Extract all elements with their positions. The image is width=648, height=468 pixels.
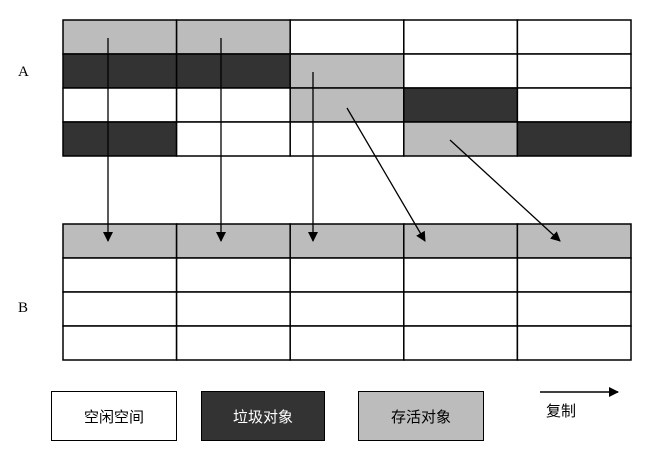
legend-free-space: 空闲空间	[51, 391, 177, 441]
region-a-cell-free	[289, 121, 405, 157]
copy-arrows	[103, 38, 561, 242]
region-a-cell-free	[289, 19, 405, 55]
region-b-cell-alive	[175, 223, 291, 259]
region-a-cell-garbage	[516, 121, 632, 157]
region-a-cell-free	[516, 53, 632, 89]
region-b-cell-free	[175, 257, 291, 293]
legend-garbage-object-label: 垃圾对象	[232, 407, 293, 426]
region-b-cell-alive	[62, 223, 178, 259]
region-b-cell-free	[175, 291, 291, 327]
region-b-cell-free	[516, 291, 632, 327]
region-b-cell-free	[62, 257, 178, 293]
copy-label: 复制	[546, 402, 577, 420]
region-b-cell-alive	[516, 223, 632, 259]
region-b-label: B	[18, 300, 29, 316]
region-a-label: A	[18, 64, 29, 80]
legend-garbage-object: 垃圾对象	[201, 391, 325, 441]
copy-arrow	[449, 139, 561, 242]
copy-arrow	[346, 107, 426, 242]
region-a-cell-alive	[403, 121, 519, 157]
region-a-cell-free	[403, 53, 519, 89]
region-b-cell-free	[289, 291, 405, 327]
region-a-cell-alive	[289, 53, 405, 89]
region-a-cell-free	[175, 121, 291, 157]
legend-free-space-label: 空闲空间	[83, 407, 144, 426]
region-b-cell-free	[289, 257, 405, 293]
region-a-cell-alive	[62, 19, 178, 55]
region-a-cell-free	[516, 87, 632, 123]
region-a-cell-garbage	[175, 53, 291, 89]
region-b-cell-alive	[289, 223, 405, 259]
region-b-cell-free	[403, 291, 519, 327]
region-b-cell-free	[516, 325, 632, 361]
legend-alive-object: 存活对象	[358, 391, 484, 441]
region-b-cell-free	[516, 257, 632, 293]
region-b-cell-free	[175, 325, 291, 361]
region-a-cell-garbage	[62, 121, 178, 157]
region-a-cell-alive	[289, 87, 405, 123]
legend-alive-object-label: 存活对象	[390, 407, 451, 426]
region-b-cell-free	[403, 257, 519, 293]
region-a-cell-free	[516, 19, 632, 55]
region-a-cell-free	[175, 87, 291, 123]
region-b-cell-free	[62, 325, 178, 361]
region-b-cell-free	[62, 291, 178, 327]
region-b-cell-alive	[403, 223, 519, 259]
region-b-cell-free	[403, 325, 519, 361]
region-a-cell-free	[62, 87, 178, 123]
memory-region-b	[62, 223, 632, 361]
region-b-cell-free	[289, 325, 405, 361]
region-a-cell-free	[403, 19, 519, 55]
region-a-cell-garbage	[62, 53, 178, 89]
memory-region-a	[62, 19, 632, 157]
region-a-cell-alive	[175, 19, 291, 55]
region-a-cell-garbage	[403, 87, 519, 123]
